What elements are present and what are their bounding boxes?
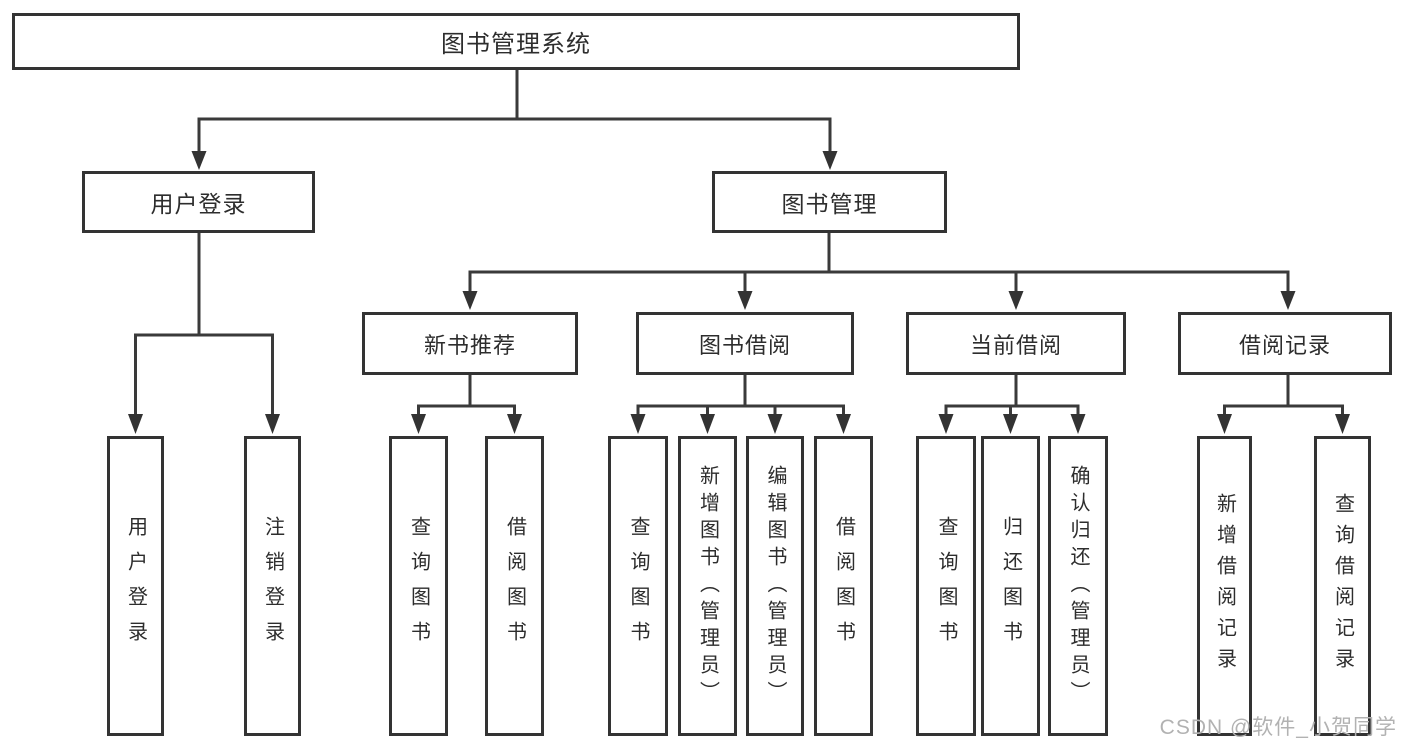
arrowhead	[1070, 414, 1086, 434]
connector-book-management-children	[462, 231, 1296, 310]
arrowhead	[265, 414, 280, 434]
arrowhead	[411, 414, 426, 434]
node-library-system: 图书管理系统	[12, 13, 1020, 70]
node-label: 查询图书	[407, 516, 430, 656]
leaf-add-borrow-record: 新增借阅记录	[1197, 436, 1252, 736]
leaf-query-books-current: 查询图书	[916, 436, 976, 736]
arrowhead	[630, 414, 646, 434]
node-label: 用户登录	[124, 516, 147, 656]
node-label: 新增图书（管理员）	[696, 464, 719, 708]
arrowhead	[822, 151, 838, 170]
node-label: 注销登录	[261, 516, 284, 656]
arrowhead	[1003, 414, 1018, 434]
arrowhead	[700, 414, 715, 434]
node-label: 编辑图书（管理员）	[764, 464, 786, 708]
connector-new-book-children	[411, 373, 522, 434]
node-new-book-recommend: 新书推荐	[362, 312, 578, 375]
leaf-return-book: 归还图书	[981, 436, 1040, 736]
connector-user-login-children	[128, 231, 280, 434]
leaf-user-login: 用户登录	[107, 436, 164, 736]
arrowhead	[1008, 291, 1024, 310]
node-label: 归还图书	[999, 516, 1022, 656]
leaf-add-book-admin: 新增图书（管理员）	[678, 436, 737, 736]
leaf-logout: 注销登录	[244, 436, 301, 736]
arrowhead	[128, 414, 143, 434]
arrowhead	[1335, 414, 1350, 434]
leaf-borrow-book: 借阅图书	[814, 436, 873, 736]
node-label: 借阅图书	[832, 516, 855, 656]
node-label: 图书管理系统	[441, 31, 591, 58]
arrowhead	[737, 291, 753, 310]
csdn-watermark: CSDN @软件_小贺同学	[1159, 716, 1397, 739]
node-borrow-records: 借阅记录	[1178, 312, 1392, 375]
node-book-borrow: 图书借阅	[636, 312, 854, 375]
node-label: 图书管理	[781, 191, 878, 217]
arrowhead	[767, 414, 783, 434]
node-user-login-branch: 用户登录	[82, 171, 315, 233]
arrowhead	[1217, 414, 1232, 434]
arrowhead	[938, 414, 954, 434]
node-label: 当前借阅	[969, 332, 1062, 358]
node-current-borrow: 当前借阅	[906, 312, 1126, 375]
node-label: 新书推荐	[423, 332, 516, 358]
arrowhead	[462, 291, 478, 310]
node-label: 查询图书	[627, 516, 649, 656]
node-label: 新增借阅记录	[1213, 493, 1236, 679]
arrowhead	[507, 414, 522, 434]
node-label: 图书借阅	[698, 332, 791, 358]
arrowhead	[836, 414, 851, 434]
node-label: 借阅记录	[1238, 332, 1331, 358]
arrowhead	[191, 151, 207, 170]
node-book-management-branch: 图书管理	[712, 171, 947, 233]
connector-current-borrow-children	[938, 373, 1086, 434]
arrowhead	[1280, 291, 1296, 310]
leaf-query-books-recommend: 查询图书	[389, 436, 448, 736]
leaf-confirm-return-admin: 确认归还（管理员）	[1048, 436, 1108, 736]
connector-borrow-records-children	[1217, 373, 1350, 434]
node-label: 用户登录	[150, 191, 247, 217]
leaf-query-books-borrow: 查询图书	[608, 436, 668, 736]
node-label: 查询借阅记录	[1331, 493, 1354, 679]
leaf-edit-book-admin: 编辑图书（管理员）	[746, 436, 804, 736]
leaf-query-borrow-record: 查询借阅记录	[1314, 436, 1371, 736]
connector-root-to-branches	[191, 68, 838, 170]
node-label: 借阅图书	[503, 516, 526, 656]
node-label: 查询图书	[935, 516, 957, 656]
connector-book-borrow-children	[630, 373, 851, 434]
leaf-borrow-books-recommend: 借阅图书	[485, 436, 544, 736]
node-label: 确认归还（管理员）	[1067, 464, 1089, 708]
